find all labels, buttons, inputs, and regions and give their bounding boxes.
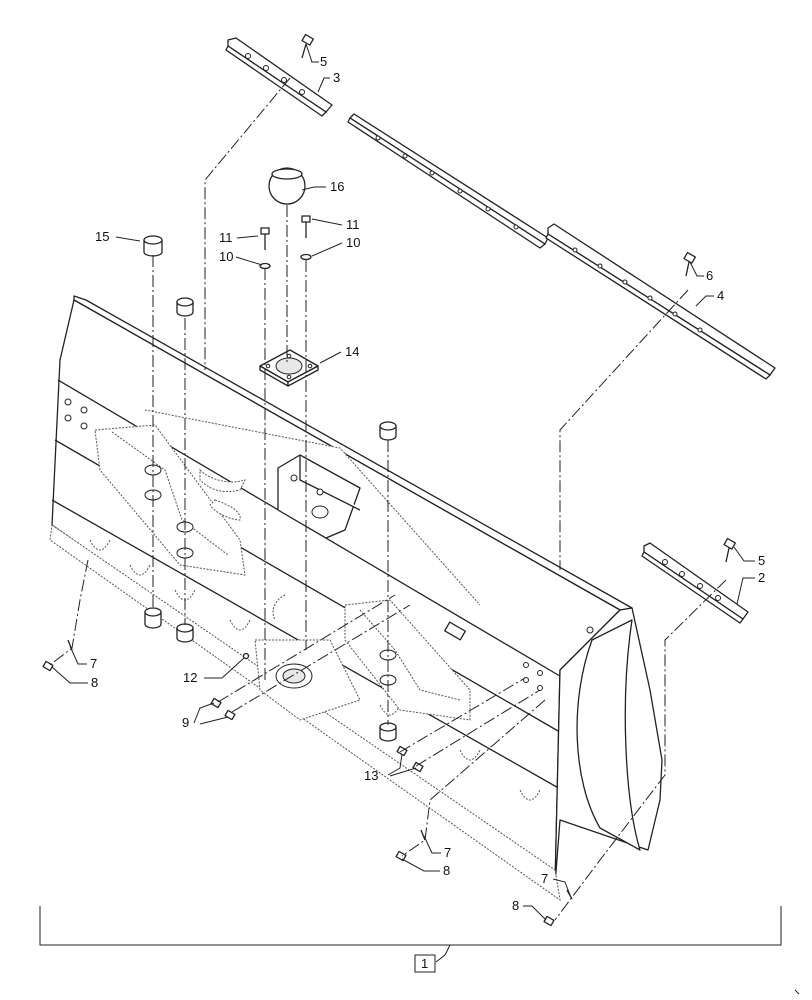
callout-2: 2 xyxy=(758,570,765,585)
pin-part-7-mid xyxy=(420,829,426,841)
callout-8-right: 8 xyxy=(512,898,519,913)
bolt-part-8-left xyxy=(42,660,54,672)
assembly-bracket xyxy=(39,906,782,963)
callout-7-left: 7 xyxy=(90,656,97,671)
bolt-part-11-left xyxy=(260,227,270,250)
end-bit-part-2 xyxy=(641,542,749,624)
assembly-center-lines xyxy=(49,77,727,921)
bushing-lower-2 xyxy=(176,623,194,643)
callout-14: 14 xyxy=(345,344,359,359)
callout-10-right: 10 xyxy=(346,235,360,250)
bushing-lower-1 xyxy=(144,607,162,629)
callout-8-left: 8 xyxy=(91,675,98,690)
fitting-part-12 xyxy=(242,652,250,660)
callout-8-mid: 8 xyxy=(443,863,450,878)
bolt-part-5-top xyxy=(301,33,314,59)
cutting-edge-part-4 xyxy=(347,113,776,380)
callout-15: 15 xyxy=(95,229,109,244)
bolt-part-8-mid xyxy=(395,850,407,862)
callout-5-top: 5 xyxy=(320,54,327,69)
callout-leaders xyxy=(51,43,755,921)
bushing-upper-2 xyxy=(176,297,194,317)
callout-6: 6 xyxy=(706,268,713,283)
callout-13: 13 xyxy=(364,768,378,783)
callout-3: 3 xyxy=(333,70,340,85)
callout-7-right: 7 xyxy=(541,871,548,886)
callout-7-mid: 7 xyxy=(444,845,451,860)
bolt-part-8-right xyxy=(543,915,555,927)
cutting-edge-part-3 xyxy=(225,37,333,117)
washer-part-10-left xyxy=(259,262,271,270)
plate-part-14 xyxy=(259,349,319,387)
callout-9: 9 xyxy=(182,715,189,730)
callout-labels: 5 3 16 15 11 10 11 10 14 6 4 5 2 7 8 12 … xyxy=(90,54,765,913)
callout-12: 12 xyxy=(183,670,197,685)
screw-part-9 xyxy=(210,697,236,721)
callout-1: 1 xyxy=(421,956,428,971)
callout-10-left: 10 xyxy=(219,249,233,264)
callout-11-left: 11 xyxy=(219,230,233,245)
callout-5-right: 5 xyxy=(758,553,765,568)
dozer-blade xyxy=(49,295,663,902)
bolt-part-6 xyxy=(683,251,696,277)
callout-4: 4 xyxy=(717,288,724,303)
corner-mark xyxy=(794,989,800,995)
assembly-callout-1: 1 xyxy=(414,954,436,973)
callout-16: 16 xyxy=(330,179,344,194)
ball-part-16 xyxy=(268,167,306,205)
bushing-part-15 xyxy=(143,235,163,257)
washer-part-10-right xyxy=(300,253,312,261)
callout-11-right: 11 xyxy=(346,217,360,232)
bolt-part-11-right xyxy=(301,215,311,238)
bushing-right-upper xyxy=(379,421,397,441)
bushing-lower-right xyxy=(379,722,397,742)
bolt-part-5-right xyxy=(723,537,736,563)
